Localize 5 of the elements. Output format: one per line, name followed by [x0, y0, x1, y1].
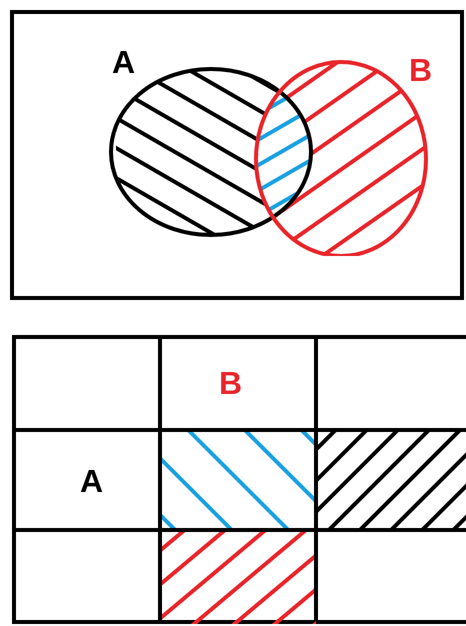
- set-label: A: [112, 46, 136, 78]
- column-header: B: [219, 367, 242, 399]
- frame-box: [10, 10, 464, 300]
- row-header: A: [80, 465, 104, 497]
- set-label: B: [409, 54, 432, 86]
